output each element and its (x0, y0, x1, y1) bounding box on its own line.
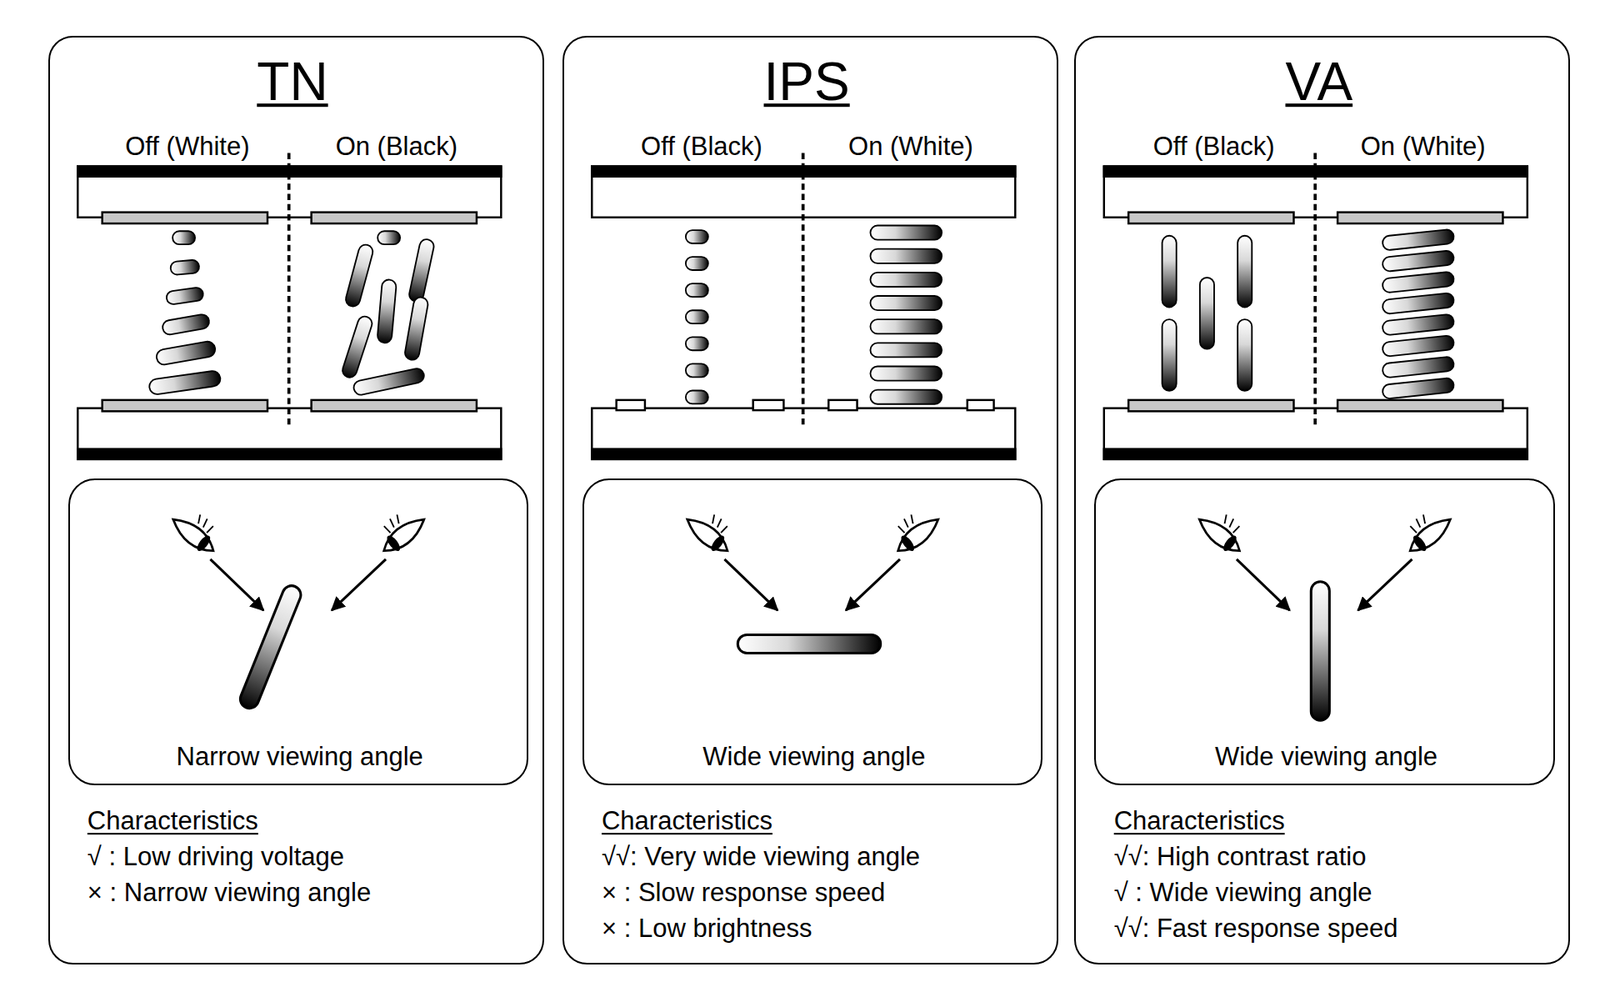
lc-molecule (870, 295, 942, 310)
characteristic-item: √√: Very wide viewing angle (601, 841, 920, 872)
viewing-angle-box: Wide viewing angle (582, 478, 1043, 786)
lc-molecule (344, 243, 375, 309)
lc-molecule (155, 340, 217, 365)
viewing-figure (681, 502, 945, 654)
lc-molecule (1381, 271, 1455, 294)
characteristics-heading: Characteristics (601, 805, 773, 836)
eye-symbol (1193, 502, 1253, 559)
cell-cross-section (591, 153, 1015, 460)
lc-molecule (1381, 355, 1455, 378)
viewing-figure (167, 502, 430, 711)
lc-molecule (870, 249, 942, 264)
viewing-figure (1193, 502, 1456, 720)
lc-molecule (870, 342, 942, 357)
lc-molecule (1381, 377, 1455, 400)
lc-molecule (870, 319, 942, 334)
lc-molecule (870, 365, 942, 380)
lc-molecule (870, 272, 942, 287)
lc-molecule (685, 230, 709, 244)
characteristic-item: √√: Fast response speed (1114, 913, 1399, 944)
technology-panel: VA Off (Black) On (White) Characteristics √√… (1074, 35, 1570, 965)
cell-cross-section (1104, 153, 1528, 460)
lc-molecule (1162, 235, 1177, 308)
lc-molecule (1381, 314, 1455, 336)
state-label: Off (White) (125, 131, 250, 162)
state-label: Off (Black) (640, 131, 763, 162)
lc-molecule (1381, 229, 1455, 251)
lc-molecule (404, 295, 430, 361)
lc-molecule (352, 367, 425, 397)
state-label: Off (Black) (1153, 131, 1275, 162)
characteristic-item: × : Slow response speed (601, 877, 885, 908)
characteristics-heading: Characteristics (1114, 805, 1285, 836)
lc-molecule (1381, 292, 1455, 315)
state-label: On (White) (848, 131, 974, 162)
panel-title: VA (1285, 51, 1353, 114)
eye-symbol (681, 502, 741, 559)
lc-molecule (870, 390, 942, 405)
lc-molecule (1381, 250, 1455, 272)
lc-molecule (1200, 277, 1215, 350)
panel-title: TN (256, 51, 328, 114)
characteristic-item: √ : Wide viewing angle (1114, 877, 1373, 908)
lc-molecule (1381, 335, 1455, 357)
eye-symbol (1396, 502, 1456, 559)
technology-panel: IPSOff (Black) On (White) Characteristics √… (562, 35, 1059, 965)
lc-molecule (172, 230, 195, 245)
viewing-angle-box: Wide viewing angle (1094, 478, 1555, 786)
lc-molecule (685, 336, 709, 350)
characteristic-item: × : Narrow viewing angle (87, 877, 371, 908)
viewing-angle-box: Narrow viewing angle (68, 478, 529, 786)
viewing-angle-figures (167, 502, 1456, 720)
eye-symbol (370, 502, 430, 559)
characteristic-item: √ : Low driving voltage (87, 841, 345, 872)
characteristics-heading: Characteristics (87, 805, 259, 836)
lc-molecule (685, 390, 709, 404)
state-label: On (Black) (335, 131, 458, 162)
technology-panel: TNOff (White) On (Black) Characteristics √ … (48, 35, 545, 965)
lc-molecule (1162, 319, 1177, 391)
lc-molecule (685, 256, 709, 270)
eye-symbol (167, 502, 227, 559)
lc-molecule (148, 370, 221, 395)
viewing-angle-label: Wide viewing angle (702, 741, 925, 772)
lc-molecule (1237, 319, 1252, 391)
liquid-crystal-molecules (148, 225, 1455, 405)
cell-cross-section (77, 153, 501, 460)
state-label: On (White) (1360, 131, 1486, 162)
lc-molecule (377, 230, 400, 245)
lc-molecule (170, 259, 200, 275)
lc-molecule (165, 286, 205, 305)
panel-title: IPS (764, 51, 850, 114)
characteristic-item: × : Low brightness (601, 913, 812, 944)
lc-molecule (685, 363, 709, 377)
glass-substrates (77, 153, 1528, 460)
lc-molecule (340, 314, 375, 379)
viewing-angle-label: Wide viewing angle (1215, 741, 1438, 772)
viewing-angle-label: Narrow viewing angle (176, 741, 424, 772)
lc-molecule (737, 634, 880, 653)
lc-molecule (870, 225, 942, 240)
lc-molecule (237, 582, 304, 711)
lc-molecule (1310, 581, 1330, 720)
eye-symbol (885, 502, 945, 559)
characteristic-item: √√: High contrast ratio (1114, 841, 1367, 872)
lc-molecule (408, 238, 436, 304)
lc-molecule (161, 313, 210, 336)
lc-molecule (1237, 235, 1252, 308)
lc-molecule (685, 283, 709, 297)
lc-molecule (376, 279, 397, 344)
lc-molecule (685, 310, 709, 324)
